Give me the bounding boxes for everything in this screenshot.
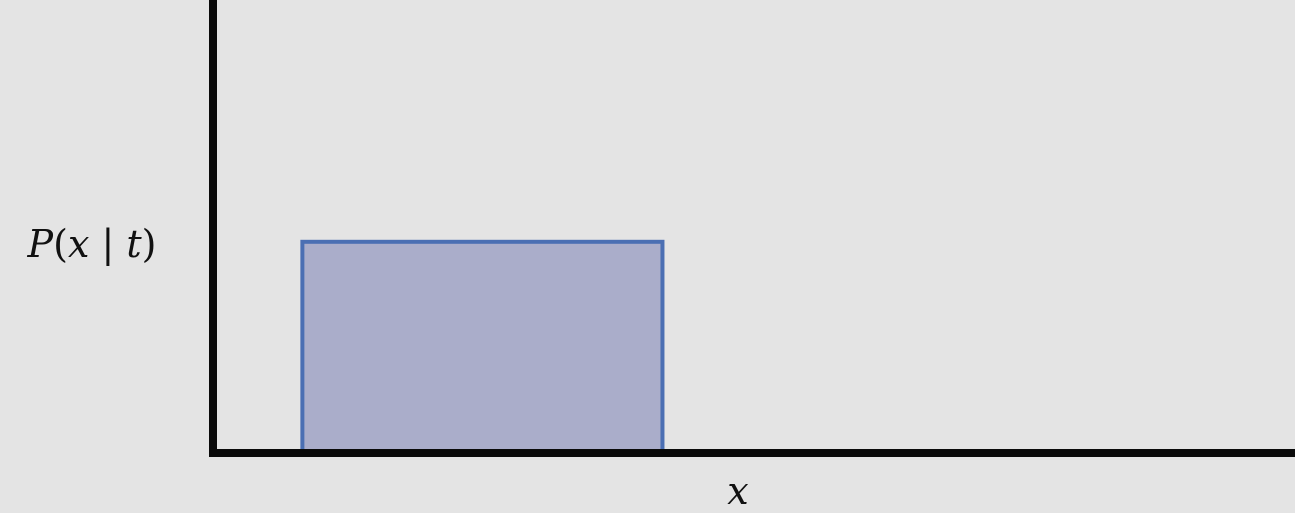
y-label-p: P: [27, 222, 55, 266]
uniform-distribution-rect: [300, 239, 665, 455]
y-axis-label: P(x | t): [27, 222, 157, 266]
x-axis-label: x: [727, 469, 748, 513]
y-label-t: t: [126, 222, 142, 266]
y-label-x: x: [68, 222, 89, 266]
y-label-close-paren: ): [142, 222, 157, 266]
y-label-bar: |: [89, 222, 126, 266]
y-label-open-paren: (: [53, 222, 68, 266]
